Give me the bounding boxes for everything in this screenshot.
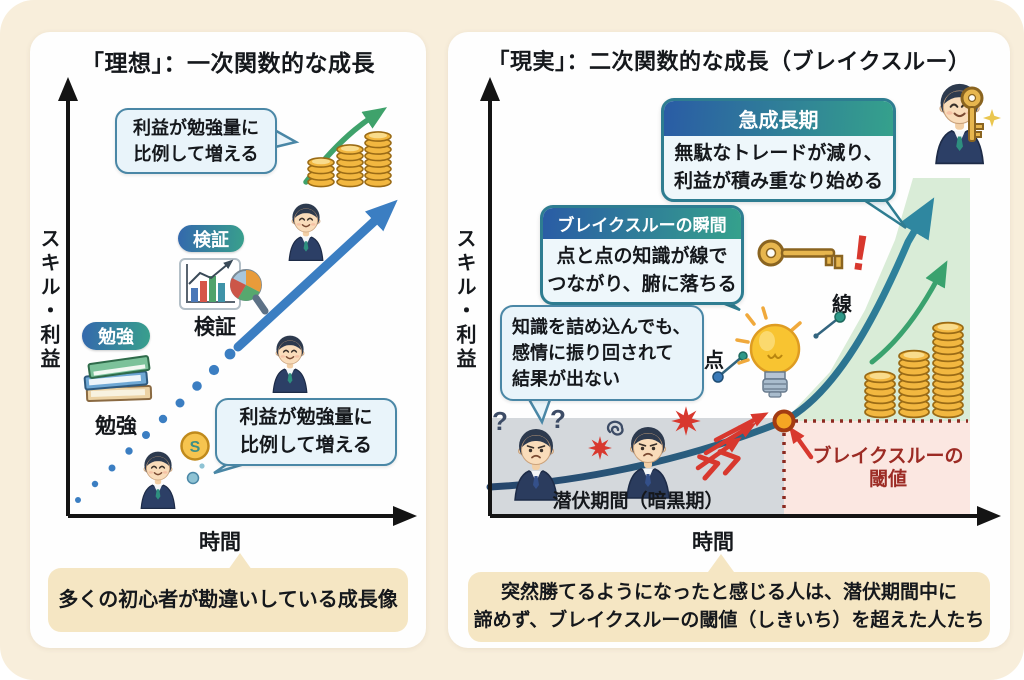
left-x-axis-label: 時間 — [199, 531, 241, 554]
solid-growth-arrow — [233, 199, 398, 352]
callout-rapid-growth: 急成長期 無駄なトレードが減り、 利益が積み重なり始める — [661, 98, 896, 203]
coin-stacks-icon — [307, 131, 392, 188]
red-chevrons-icon — [697, 449, 741, 481]
label-verify: 検証 — [194, 316, 236, 339]
label-dot: 点 — [704, 350, 724, 372]
callout-header: ブレイクスルーの瞬間 — [543, 208, 741, 239]
callout-body: 無駄なトレードが減り、 利益が積み重なり始める — [673, 143, 883, 192]
held-key-icon — [960, 86, 984, 142]
books-icon — [83, 355, 153, 403]
caption-notch — [708, 554, 734, 572]
right-panel-reality: 「現実」：二次関数的な成長（ブレイクスルー） — [448, 32, 1010, 648]
left-y-axis-label: スキル・利益 — [37, 228, 59, 372]
callout-breakthrough-moment: ブレイクスルーの瞬間 点と点の知識が線で つながり、腑に落ちる — [540, 205, 744, 306]
callout-header: 急成長期 — [664, 101, 893, 136]
label-study: 勉強 — [95, 415, 137, 438]
svg-text:S: S — [190, 439, 201, 456]
badge-study: 勉強 — [82, 322, 150, 350]
label-latent-period: 潜伏期間（暗黒期） — [552, 491, 724, 512]
dotted-growth-line — [75, 348, 236, 503]
right-x-axis-label: 時間 — [692, 531, 734, 554]
key-icon — [757, 239, 844, 270]
businessman-avatar — [272, 334, 308, 394]
sparkle-icon — [983, 109, 1001, 127]
right-axes — [480, 77, 1001, 526]
magnifier-handle-icon — [252, 294, 269, 315]
speech-bubble-proportional-bottom: 利益が勉強量に 比例して増える — [215, 398, 397, 466]
label-breakthrough-threshold: ブレイクスルーの 閾値 — [812, 446, 964, 490]
question-mark-icon: ? — [492, 406, 508, 436]
red-struggle-arrows — [695, 412, 814, 471]
callout-body: 点と点の知識が線で つながり、腑に落ちる — [547, 246, 737, 295]
caption-notch — [228, 553, 252, 570]
businessman-avatar — [140, 450, 176, 510]
green-up-arrow — [869, 260, 948, 365]
threshold-region — [784, 421, 970, 516]
left-panel-ideal: 「理想」：一次関数的な成長 — [30, 32, 426, 648]
lightbulb-icon — [735, 306, 802, 398]
question-mark-icon: ? — [550, 404, 566, 434]
left-axes — [58, 77, 417, 526]
businessman-avatar — [288, 202, 324, 262]
money-idea-coin-icon: S — [180, 431, 210, 485]
left-caption: 多くの初心者が勘違いしている成長像 — [48, 568, 408, 632]
label-line: 線 — [832, 294, 852, 316]
badge-verify: 検証 — [178, 225, 244, 252]
speech-bubble-knowledge: 知識を詰め込んでも、 感情に振り回されて 結果が出ない — [500, 305, 704, 401]
analysis-chart-icon — [179, 258, 269, 315]
right-panel-title: 「現実」：二次関数的な成長（ブレイクスルー） — [487, 49, 971, 74]
frustration-burst-icon — [588, 436, 612, 460]
right-caption: 突然勝てるようになったと感じる人は、潜伏期間中に 諦めず、ブレイクスルーの閾値（… — [468, 572, 990, 642]
left-panel-title: 「理想」：一次関数的な成長 — [81, 50, 375, 76]
frustration-burst-icon — [671, 406, 701, 436]
line-mini-diagram — [813, 311, 846, 339]
threshold-dotted-lines — [782, 419, 968, 514]
right-y-axis-label: スキル・利益 — [453, 228, 475, 372]
breakthrough-point-marker — [772, 409, 796, 433]
speech-bubble-proportional-top: 利益が勉強量に 比例して増える — [115, 108, 277, 174]
dizzy-scribble-icon — [606, 420, 624, 436]
